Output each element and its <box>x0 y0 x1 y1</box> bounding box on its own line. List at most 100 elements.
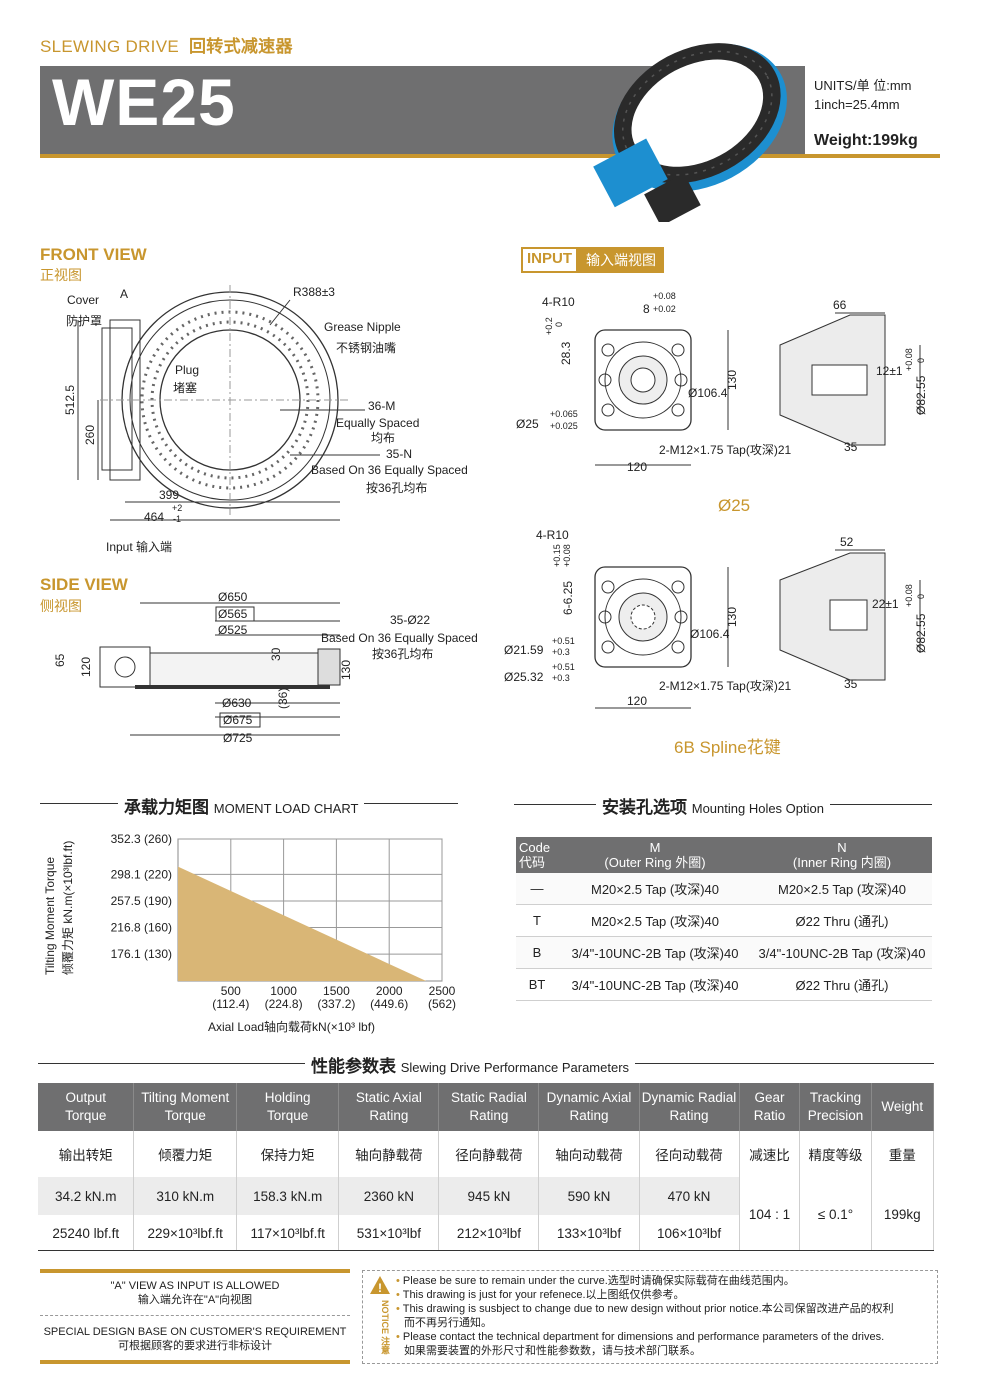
label-r388: R388±3 <box>293 285 335 299</box>
notice-text: 而不再另行通知。 <box>404 1317 492 1329</box>
top-w66: 66 <box>833 298 847 312</box>
mounting-cell-code: BT <box>516 968 558 1001</box>
bullet-icon: • <box>396 1331 403 1343</box>
label-plug-cn: 堵塞 <box>173 380 197 395</box>
top-r10: 4-R10 <box>542 295 575 309</box>
label-512: 512.5 <box>63 385 77 415</box>
side-input-shaft <box>114 656 136 678</box>
bullet-icon: • <box>396 1289 403 1301</box>
label-side-130: 130 <box>339 660 353 680</box>
flange-top <box>594 329 692 431</box>
mounting-cell-n: Ø22 Thru (通孔) <box>752 968 932 1001</box>
mounting-cell-code: B <box>516 936 558 969</box>
mounting-header-m: M(Outer Ring 外圈) <box>558 837 752 873</box>
side-view-subtitle: 侧视图 <box>40 598 82 614</box>
units-panel <box>805 66 940 154</box>
performance-cn-0: 输出转矩 <box>38 1131 135 1177</box>
label-d630: Ø630 <box>222 696 252 710</box>
flange-bottom-outer-circle <box>604 578 682 656</box>
mounting-cell-m: M20×2.5 Tap (攻深)40 <box>558 904 752 937</box>
performance-cn-3: 轴向静载荷 <box>338 1131 440 1177</box>
units-line-1: UNITS/单 位:mm <box>814 78 912 93</box>
performance-imperial-2: 117×10³lbf.ft <box>236 1215 340 1251</box>
chart-ytick-label: 352.3 (260) <box>111 832 172 846</box>
performance-header-9: Weight <box>871 1083 935 1131</box>
bottom-w35: 35 <box>844 677 858 691</box>
footer-rule-top <box>40 1269 350 1273</box>
label-399: 399 <box>159 488 179 502</box>
bottom-h625: 6-6.25 <box>561 581 575 615</box>
bottom-section-shaft <box>829 599 868 631</box>
weight-label: Weight:199kg <box>814 132 918 149</box>
label-260: 260 <box>83 425 97 445</box>
label-d565: Ø565 <box>218 607 248 621</box>
flange-bottom-bolts <box>598 580 688 654</box>
chart-xtick-label: 1000 <box>270 984 297 998</box>
units-info: UNITS/单 位:mm 1inch=25.4mm <box>814 76 912 114</box>
label-grease-cn: 不锈钢油嘴 <box>336 341 396 355</box>
product-input-flange <box>644 173 701 222</box>
label-464-tol-minus: -1 <box>173 514 181 524</box>
bottom-w52: 52 <box>840 535 854 549</box>
input-view-title: INPUT <box>521 247 578 273</box>
chart-ytick-label: 216.8 (160) <box>111 921 172 935</box>
performance-cn-2: 保持力矩 <box>236 1131 340 1177</box>
input-view-bottom-drawing: 4-R10 6-6.25 +0.15 +0.08 130 Ø106.4 Ø21.… <box>504 528 928 757</box>
chart-ytick-label: 298.1 (220) <box>111 867 172 881</box>
footer-special-en: SPECIAL DESIGN BASE ON CUSTOMER'S REQUIR… <box>43 1326 347 1338</box>
flange-bottom-spline <box>630 604 656 630</box>
chart-ylabel: Tilting Moment Torque <box>43 857 57 975</box>
product-bolt-circle <box>622 50 773 176</box>
notice-item: • This drawing is just for your refenece… <box>396 1288 936 1302</box>
bottom-d2532-tol-a: +0.51 <box>552 662 575 672</box>
chart-xtick-sublabel: (562) <box>428 997 456 1011</box>
top-d82-tol-a: +0.08 <box>904 348 914 371</box>
bottom-d2159-tol-a: +0.51 <box>552 636 575 646</box>
bottom-d2532-tol-b: +0.3 <box>552 673 570 683</box>
footer-a-view-en: "A" VIEW AS INPUT IS ALLOWED <box>110 1280 280 1292</box>
side-section <box>317 648 341 686</box>
mounting-title-en: Mounting Holes Option <box>691 801 824 816</box>
bottom-d2159: Ø21.59 <box>504 643 544 657</box>
performance-imperial-6: 106×10³lbf <box>639 1215 740 1251</box>
performance-section-title: 性能参数表 Slewing Drive Performance Paramete… <box>305 1052 636 1077</box>
moment-load-chart: 352.3 (260)298.1 (220)257.5 (190)216.8 (… <box>43 832 456 1034</box>
bottom-w120: 120 <box>627 694 647 708</box>
label-input: Input 输入端 <box>106 539 172 554</box>
notice-item: • Please be sure to remain under the cur… <box>396 1274 936 1288</box>
top-w8-tol-b: +0.02 <box>653 304 676 314</box>
performance-cn-6: 径向动载荷 <box>639 1131 740 1177</box>
performance-cn-7: 减速比 <box>739 1131 801 1177</box>
top-h130: 130 <box>725 370 739 390</box>
top-w8: 8 <box>643 302 650 316</box>
performance-title: 性能参数表 <box>311 1057 396 1076</box>
label-35-22: 35-Ø22 <box>390 613 430 627</box>
label-d650: Ø650 <box>218 590 248 604</box>
units-line-2: 1inch=25.4mm <box>814 97 900 112</box>
category-cn: 回转式减速器 <box>188 37 293 56</box>
bottom-h625-tol-a: +0.15 <box>552 544 562 567</box>
model-title: WE25 <box>52 65 236 139</box>
bottom-d82-tol-b: 0 <box>916 594 926 599</box>
mounting-cell-n: 3/4"-10UNC-2B Tap (攻深)40 <box>752 936 932 969</box>
notice-text: Please be sure to remain under the curve… <box>402 1275 795 1287</box>
label-65: 65 <box>53 653 67 667</box>
chart-xtick-label: 2000 <box>376 984 403 998</box>
performance-imperial-4: 212×10³lbf <box>438 1215 540 1251</box>
chart-title-en: MOMENT LOAD CHART <box>213 801 359 816</box>
footer-a-view-cn: 输入端允许在"A"向视图 <box>137 1294 253 1306</box>
notice-item: 如果需要装置的外形尺寸和性能参数数，请与技术部门联系。 <box>396 1344 936 1358</box>
performance-cn-9: 重量 <box>871 1131 935 1177</box>
performance-cn-4: 径向静载荷 <box>438 1131 540 1177</box>
top-d25: Ø25 <box>516 417 539 431</box>
performance-metric-1: 310 kN.m <box>133 1177 237 1215</box>
label-grease: Grease Nipple <box>324 320 401 334</box>
